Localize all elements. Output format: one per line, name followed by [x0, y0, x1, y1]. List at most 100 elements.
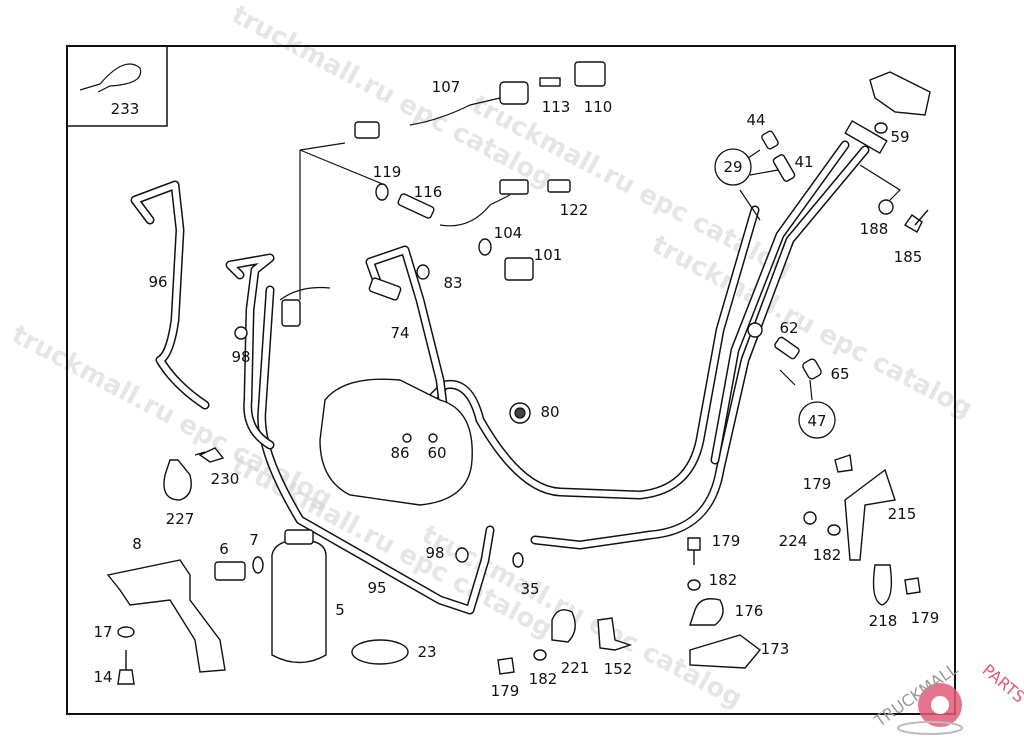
diagram-frame: [66, 45, 956, 715]
callout-60: 60: [427, 444, 446, 462]
callout-35: 35: [520, 580, 539, 598]
clamp-176: [689, 598, 724, 626]
bolt-179a: [834, 454, 853, 473]
connector-122: [547, 179, 571, 193]
clamp-221: [551, 609, 576, 643]
callout-7: 7: [249, 531, 259, 549]
connector-107: [499, 81, 529, 105]
callout-221: 221: [561, 659, 590, 677]
callout-107: 107: [432, 78, 461, 96]
bolt-14: [117, 650, 135, 685]
bracket-152: [597, 617, 633, 651]
o-ring-59: [874, 122, 888, 134]
bolt-230: [194, 447, 225, 463]
callout-227: 227: [166, 510, 195, 528]
fitting-74: [368, 277, 402, 301]
o-ring-98b: [455, 547, 469, 563]
o-ring-119: [375, 183, 389, 201]
washer-17: [117, 626, 135, 638]
callout-113: 113: [542, 98, 571, 116]
callout-110: 110: [584, 98, 613, 116]
callout-119: 119: [373, 163, 402, 181]
watermarks: truckmall.ru epc catalog truckmall.ru ep…: [7, 0, 977, 714]
callout-230: 230: [211, 470, 240, 488]
callout-96: 96: [148, 273, 167, 291]
switch-116: [397, 193, 435, 219]
callout-59: 59: [890, 128, 909, 146]
switch-101: [504, 257, 534, 281]
callout-98: 98: [231, 348, 250, 366]
swoosh: [897, 721, 963, 735]
bracket-215: [844, 468, 896, 561]
callout-179: 179: [491, 682, 520, 700]
hose-clamp-23: [351, 639, 409, 665]
callout-86: 86: [390, 444, 409, 462]
callout-circle-47: [798, 401, 836, 439]
connector-116: [499, 179, 529, 195]
callout-44: 44: [746, 111, 765, 129]
callout-29: 29: [723, 158, 742, 176]
receiver-drier-5: [271, 539, 327, 664]
callout-labels: 107 113 110 44 41 29 59 119 116 122 188 …: [93, 78, 939, 700]
o-ring-83: [416, 264, 430, 280]
switch-107: [354, 121, 380, 139]
callout-95: 95: [367, 579, 386, 597]
bolt-179b: [687, 537, 701, 565]
callout-98: 98: [425, 544, 444, 562]
inset-label: 233: [111, 100, 140, 118]
callout-122: 122: [560, 201, 589, 219]
valve-41: [772, 154, 796, 182]
nut-62a: [747, 322, 763, 338]
components: [106, 61, 931, 685]
clamp-227: [163, 459, 192, 501]
bolt-185: [903, 209, 929, 233]
expansion-valve-59: [869, 71, 931, 116]
callout-224: 224: [779, 532, 808, 550]
callout-182: 182: [529, 670, 558, 688]
bracket-8: [106, 559, 226, 673]
callout-6: 6: [219, 540, 229, 558]
flange: [844, 119, 888, 155]
cap-65: [802, 358, 822, 380]
o-ring-104: [478, 238, 492, 256]
callout-17: 17: [93, 623, 112, 641]
clamp-218: [872, 564, 893, 606]
callout-185: 185: [894, 248, 923, 266]
port-86: [402, 433, 412, 443]
connector-110: [574, 61, 606, 87]
callout-176: 176: [735, 602, 764, 620]
inset-box: [66, 45, 168, 127]
callout-23: 23: [417, 643, 436, 661]
callout-74: 74: [390, 324, 409, 342]
compressor: [319, 378, 473, 506]
washer-182b: [687, 579, 701, 591]
callout-101: 101: [534, 246, 563, 264]
callout-83: 83: [443, 274, 462, 292]
o-ring-98: [234, 326, 248, 340]
callout-182: 182: [813, 546, 842, 564]
washer-182c: [533, 649, 547, 661]
callout-circle-29: [714, 148, 752, 186]
callout-215: 215: [888, 505, 917, 523]
callout-179: 179: [803, 475, 832, 493]
truckmallparts-logo: TRUCKMALL PARTS: [870, 659, 1024, 735]
callout-179: 179: [712, 532, 741, 550]
callout-62: 62: [779, 319, 798, 337]
callout-5: 5: [335, 601, 345, 619]
switch-98: [281, 299, 301, 327]
bolt-179c: [904, 577, 921, 595]
callout-173: 173: [761, 640, 790, 658]
cap-80-inner: [514, 407, 526, 419]
callout-152: 152: [604, 660, 633, 678]
callout-116: 116: [414, 183, 443, 201]
o-ring-35: [512, 552, 524, 568]
callout-41: 41: [794, 153, 813, 171]
hoses: [130, 97, 870, 615]
port-60: [428, 433, 438, 443]
nut-224: [803, 511, 817, 525]
callout-104: 104: [494, 224, 523, 242]
cap-44: [761, 130, 779, 150]
callout-8: 8: [132, 535, 142, 553]
receiver-cap: [284, 529, 314, 545]
terminal-113: [539, 77, 561, 87]
